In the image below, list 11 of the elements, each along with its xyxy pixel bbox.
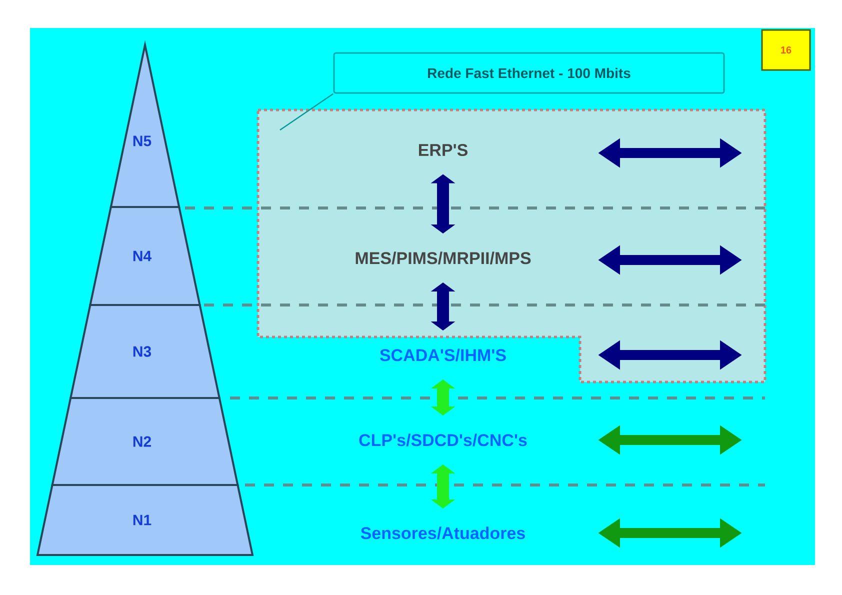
double-arrow xyxy=(430,282,456,330)
level-label: MES/PIMS/MRPII/MPS xyxy=(356,252,531,264)
leader-line xyxy=(280,93,334,130)
level-label: CLP's/SDCD's/CNC's xyxy=(359,434,527,446)
level-label: Sensores/Atuadores xyxy=(360,526,525,540)
page-number: 16 xyxy=(761,29,811,71)
level-label: ERP'S xyxy=(418,144,468,156)
double-arrow xyxy=(430,464,456,508)
callout-box: Rede Fast Ethernet - 100 Mbits xyxy=(333,52,725,94)
double-arrow xyxy=(430,380,456,416)
level-label: SCADA'S/IHM'S xyxy=(380,348,506,362)
